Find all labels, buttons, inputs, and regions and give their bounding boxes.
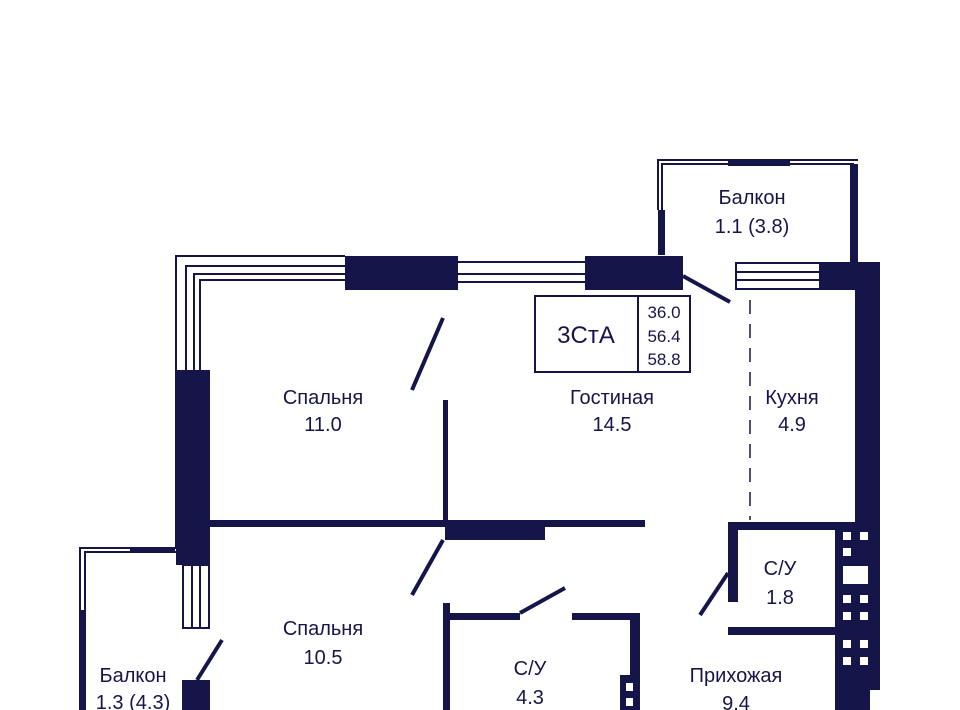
room-name-bathroom-large: С/У <box>514 658 547 680</box>
room-name-bathroom-small: С/У <box>764 558 797 580</box>
living-area: 36.0 <box>647 303 680 322</box>
room-area-hallway: 9.4 <box>722 693 750 710</box>
room-labels: Балкон 1.1 (3.8) Спальня 11.0 Гостиная 1… <box>96 187 819 710</box>
room-area-balcony-top: 1.1 (3.8) <box>715 216 789 238</box>
room-area-kitchen: 4.9 <box>778 414 806 436</box>
room-name-hallway: Прихожая <box>690 665 783 687</box>
balcony-top-walls <box>657 159 858 262</box>
room-area-bedroom-1: 11.0 <box>304 414 341 436</box>
apartment-info-box: 3СтА 36.0 56.4 58.8 <box>534 295 691 373</box>
balcony-left-walls <box>79 547 176 710</box>
exterior-walls <box>175 255 880 710</box>
doors <box>195 274 731 682</box>
room-name-kitchen: Кухня <box>765 387 819 409</box>
room-name-living-room: Гостиная <box>570 387 654 409</box>
total-area-with-balconies: 58.8 <box>647 350 680 369</box>
room-name-bedroom-1: Спальня <box>283 387 363 409</box>
room-area-bathroom-small: 1.8 <box>766 587 794 609</box>
apartment-type-code: 3СтА <box>557 322 615 349</box>
room-area-living-room: 14.5 <box>593 414 632 436</box>
total-area: 56.4 <box>647 327 680 346</box>
room-area-bathroom-large: 4.3 <box>516 687 544 709</box>
room-name-balcony-left: Балкон <box>99 665 166 687</box>
ventilation-shaft <box>620 525 880 710</box>
room-area-bedroom-2: 10.5 <box>304 647 343 669</box>
room-name-balcony-top: Балкон <box>718 187 785 209</box>
room-name-bedroom-2: Спальня <box>283 618 363 640</box>
interior-walls <box>210 300 855 710</box>
room-area-balcony-left: 1.3 (4.3) <box>96 692 170 710</box>
